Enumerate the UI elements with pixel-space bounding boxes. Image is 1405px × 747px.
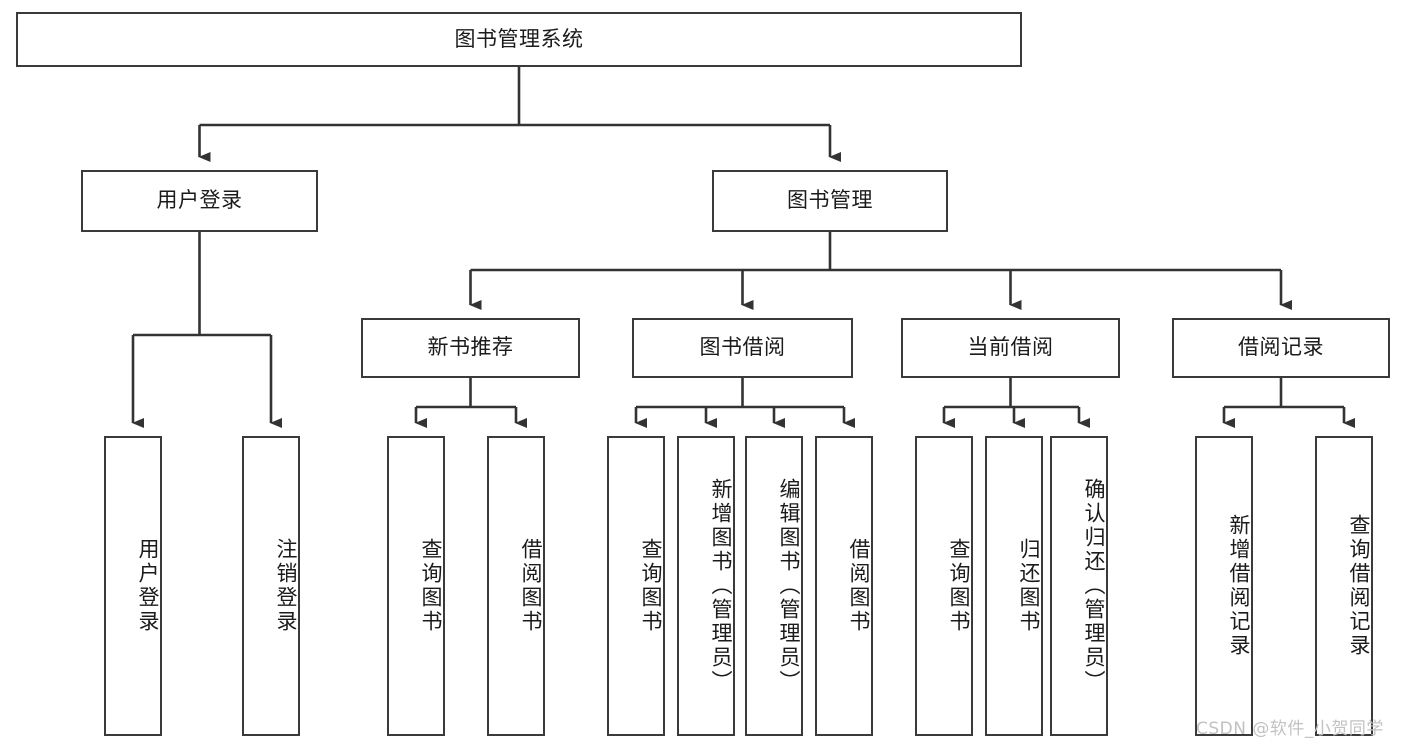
leaf-node-leaf-borrow-book-rec: 借阅图书 (487, 436, 545, 736)
leaf-node-leaf-query-borrow-record: 查询借阅记录 (1315, 436, 1373, 736)
node-label: 查询图书 (947, 538, 971, 634)
node-label: 图书借阅 (699, 335, 786, 360)
node-label: 确认归还（管理员） (1082, 478, 1106, 694)
leaf-node-leaf-user-logout: 注销登录 (242, 436, 300, 736)
node-root: 图书管理系统 (16, 12, 1022, 67)
node-current-borrow: 当前借阅 (901, 318, 1120, 378)
node-label: 归还图书 (1017, 538, 1041, 634)
node-label: 用户登录 (156, 188, 243, 213)
leaf-node-leaf-query-book-current: 查询图书 (915, 436, 973, 736)
leaf-node-leaf-edit-book-admin: 编辑图书（管理员） (745, 436, 803, 736)
node-label: 图书管理系统 (454, 26, 584, 51)
node-label: 查询图书 (639, 538, 663, 634)
leaf-node-leaf-user-login: 用户登录 (104, 436, 162, 736)
node-book-borrow: 图书借阅 (632, 318, 853, 378)
leaf-node-leaf-borrow-book: 借阅图书 (815, 436, 873, 736)
csdn-watermark: CSDN @软件_小贺同学 (1196, 719, 1384, 739)
node-user-login: 用户登录 (81, 170, 318, 232)
node-label: 编辑图书（管理员） (777, 478, 801, 694)
node-label: 新增图书（管理员） (709, 478, 733, 694)
leaf-node-leaf-confirm-return-admin: 确认归还（管理员） (1050, 436, 1108, 736)
node-label: 新增借阅记录 (1227, 514, 1251, 658)
node-label: 借阅图书 (519, 538, 543, 634)
node-label: 查询借阅记录 (1347, 514, 1371, 658)
leaf-node-leaf-add-book-admin: 新增图书（管理员） (677, 436, 735, 736)
leaf-node-leaf-return-book: 归还图书 (985, 436, 1043, 736)
leaf-node-leaf-add-borrow-record: 新增借阅记录 (1195, 436, 1253, 736)
node-label: 新书推荐 (427, 335, 514, 360)
node-new-book-recommend: 新书推荐 (361, 318, 580, 378)
node-label: 借阅记录 (1238, 335, 1324, 360)
node-label: 图书管理 (787, 188, 873, 213)
leaf-node-leaf-query-book-rec: 查询图书 (387, 436, 445, 736)
node-label: 用户登录 (136, 538, 160, 634)
node-borrow-record: 借阅记录 (1172, 318, 1390, 378)
leaf-node-leaf-query-book-borrow: 查询图书 (607, 436, 665, 736)
node-book-manage: 图书管理 (712, 170, 948, 232)
node-label: 借阅图书 (847, 538, 871, 634)
node-label: 当前借阅 (967, 335, 1054, 360)
node-label: 注销登录 (274, 538, 298, 634)
node-label: 查询图书 (419, 538, 443, 634)
